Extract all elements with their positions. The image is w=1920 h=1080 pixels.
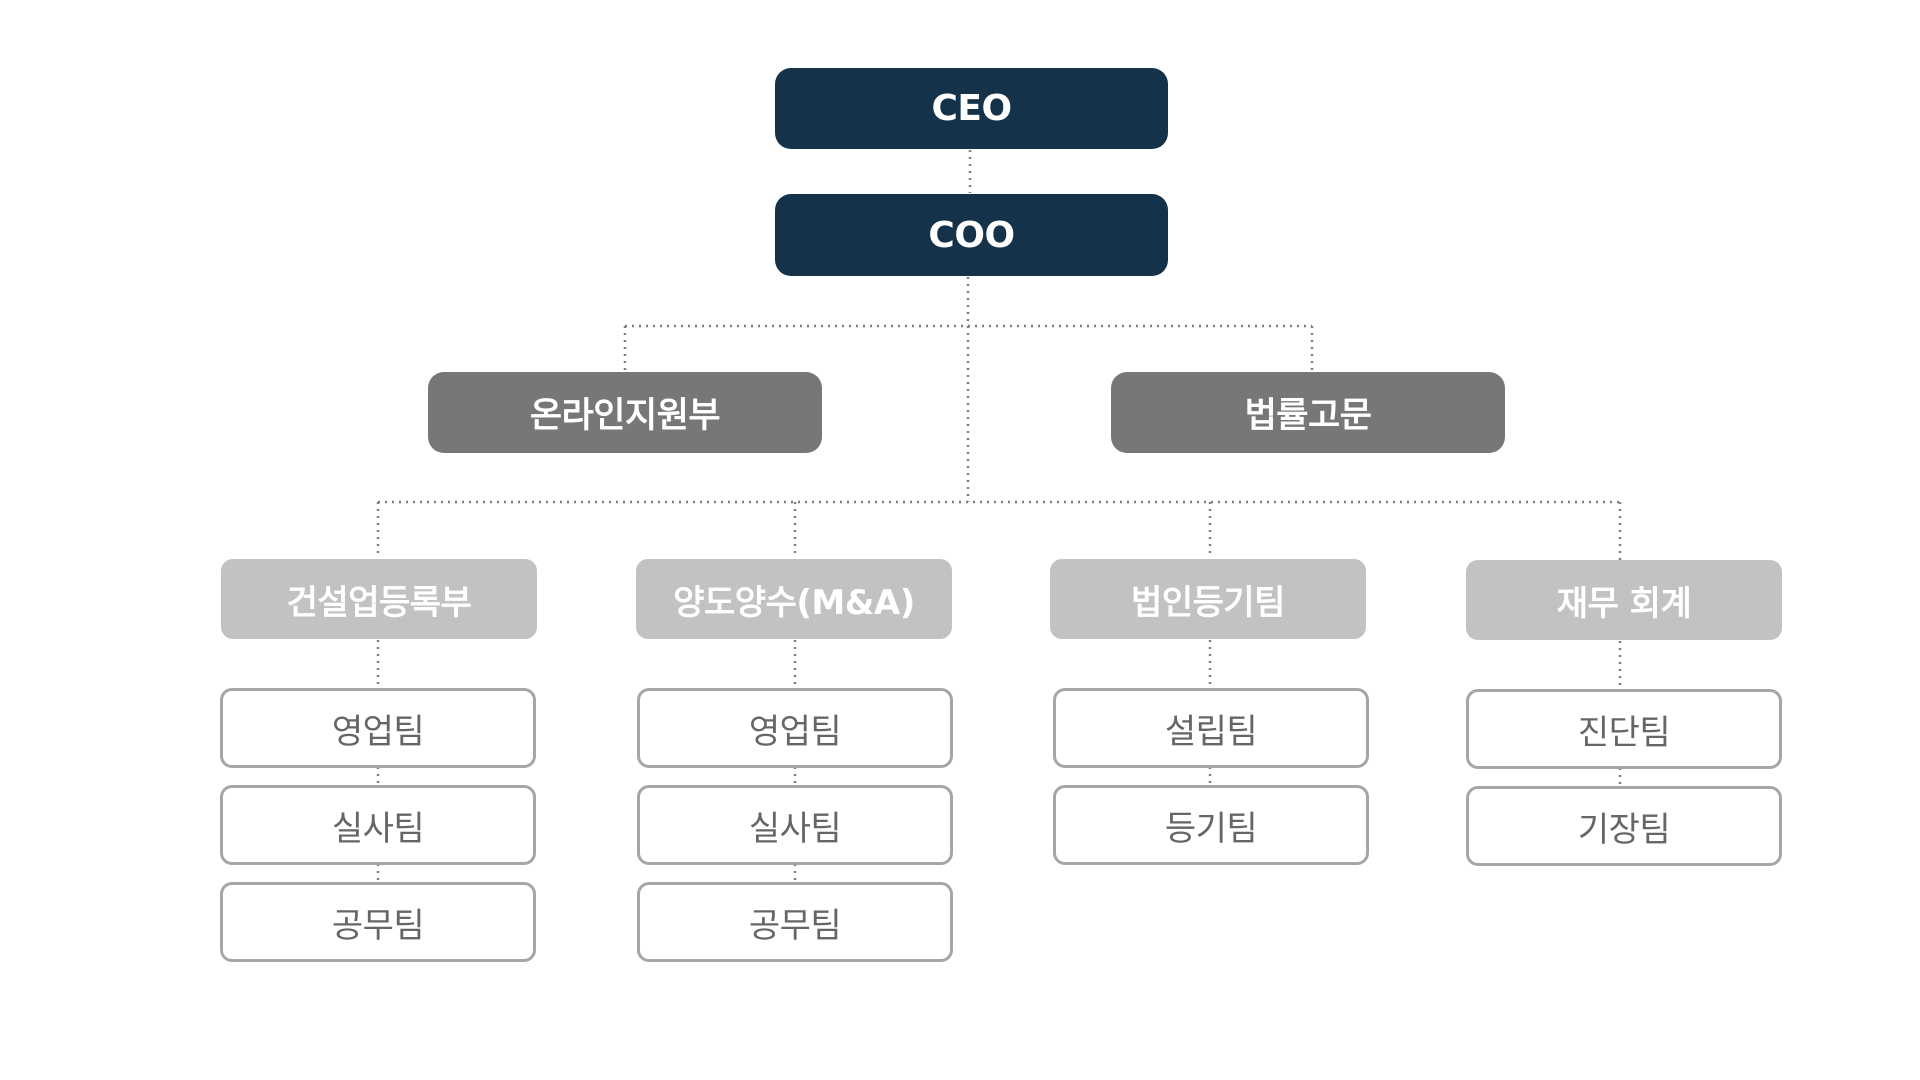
- team-box: 등기팀: [1053, 785, 1369, 865]
- department-corporate-registration: 법인등기팀: [1050, 559, 1366, 639]
- coo-box: COO: [775, 194, 1168, 276]
- team-box: 영업팀: [220, 688, 536, 768]
- team-box: 진단팀: [1466, 689, 1782, 769]
- team-box: 실사팀: [220, 785, 536, 865]
- department-finance-accounting: 재무 회계: [1466, 560, 1782, 640]
- team-box: 영업팀: [637, 688, 953, 768]
- team-box: 실사팀: [637, 785, 953, 865]
- team-box: 설립팀: [1053, 688, 1369, 768]
- division-online-support: 온라인지원부: [428, 372, 822, 453]
- ceo-box: CEO: [775, 68, 1168, 149]
- team-box: 공무팀: [220, 882, 536, 962]
- team-box: 기장팀: [1466, 786, 1782, 866]
- team-box: 공무팀: [637, 882, 953, 962]
- department-construction-registration: 건설업등록부: [221, 559, 537, 639]
- division-legal-advisor: 법률고문: [1111, 372, 1505, 453]
- department-mna: 양도양수(M&A): [636, 559, 952, 639]
